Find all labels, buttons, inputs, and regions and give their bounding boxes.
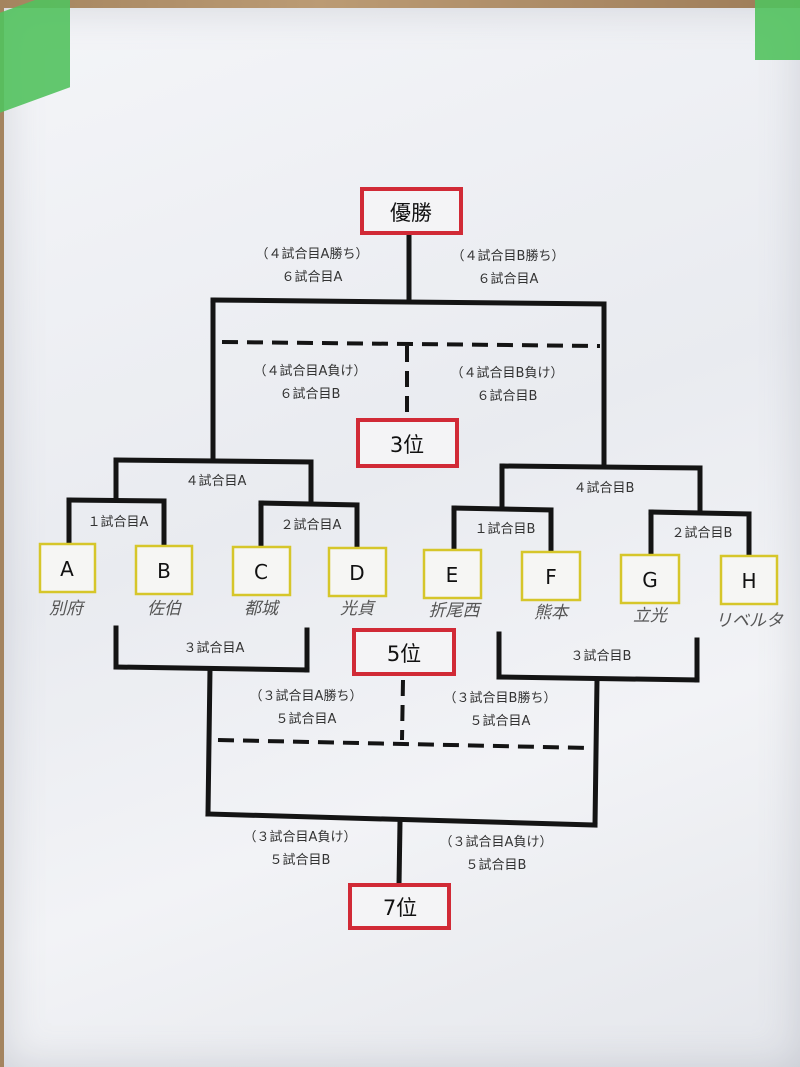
team-letter-b: B — [157, 559, 171, 583]
final-left-note-line2: ６試合目A — [282, 269, 343, 285]
team-letter-a: A — [60, 557, 74, 581]
seventh-stem-line — [396, 819, 403, 888]
match-3a-label: ３試合目A — [184, 640, 245, 656]
match-4b-label: ４試合目B — [574, 480, 635, 496]
third-right-note-line1: （４試合目B負け） — [451, 365, 564, 381]
team-name-g: 立光 — [633, 606, 669, 626]
team-letter-f: F — [545, 565, 557, 589]
seventh-right-note-line1: （３試合目A負け） — [440, 834, 553, 850]
team-box-b — [134, 544, 194, 596]
fifth-place-label: 5位 — [387, 642, 421, 666]
team-name-e: 折尾西 — [429, 601, 483, 621]
match-1a-top-line — [66, 497, 167, 504]
placement-left-vertical-line — [205, 666, 213, 817]
team-letter-g: G — [642, 568, 658, 592]
team-box-g — [619, 553, 681, 605]
third-place-box — [356, 418, 459, 468]
seventh-left-note-line2: ５試合目B — [270, 852, 331, 868]
match-2a-label: ２試合目A — [281, 517, 342, 533]
final-left-note-line1: （４試合目A勝ち） — [256, 246, 369, 262]
match-1a-label: １試合目A — [88, 514, 149, 530]
tape-top-right — [755, 0, 800, 60]
match-1b-top-line — [451, 505, 554, 513]
team-box-d — [327, 546, 388, 598]
match-4a-label: ４試合目A — [186, 473, 247, 489]
match-3b-label: ３試合目B — [571, 648, 632, 664]
semi-b-top-line — [499, 463, 703, 471]
team-box-a — [38, 542, 97, 594]
fifth-left-note-line2: ５試合目A — [276, 711, 337, 727]
third-place-label: 3位 — [390, 433, 424, 457]
semi-a-top-line — [113, 457, 314, 465]
team-letter-d: D — [349, 561, 364, 585]
third-right-note-line2: ６試合目B — [477, 388, 538, 404]
seventh-place-box — [348, 883, 451, 930]
team-name-b: 佐伯 — [147, 599, 182, 619]
team-box-h — [719, 554, 779, 606]
team-letter-c: C — [254, 560, 268, 584]
fifth-dashed-vertical — [400, 679, 405, 741]
team-letter-h: H — [741, 569, 756, 593]
team-box-e — [422, 548, 483, 600]
final-right-note-line1: （４試合目B勝ち） — [452, 248, 565, 264]
match-2a-top-line — [258, 500, 360, 508]
fifth-place-box — [352, 628, 456, 676]
team-name-a: 別府 — [49, 599, 86, 619]
team-name-d: 光貞 — [340, 599, 376, 619]
team-letter-e: E — [446, 563, 459, 587]
team-name-f: 熊本 — [534, 603, 570, 623]
team-box-f — [520, 550, 582, 602]
team-box-c — [231, 545, 292, 597]
placement-bottom-line — [205, 811, 598, 828]
seventh-place-label: 7位 — [383, 896, 417, 920]
match-2b-top-line — [648, 509, 752, 517]
third-dashed-horizontal — [221, 340, 601, 348]
fifth-dashed-horizontal — [217, 738, 591, 750]
match-1b-label: １試合目B — [475, 521, 536, 537]
final-right-note-line2: ６試合目A — [478, 271, 539, 287]
final-bracket-top-line — [210, 297, 607, 307]
champion-box — [360, 187, 463, 235]
placement-right-vertical-line — [592, 677, 600, 828]
fifth-right-note-line2: ５試合目A — [470, 713, 531, 729]
match-2b-label: ２試合目B — [672, 525, 733, 541]
third-left-note-line2: ６試合目B — [280, 386, 341, 402]
fifth-left-note-line1: （３試合目A勝ち） — [250, 688, 363, 704]
team-name-h: リベルタ — [715, 611, 784, 631]
fifth-right-note-line1: （３試合目B勝ち） — [444, 690, 557, 706]
seventh-left-note-line1: （３試合目A負け） — [244, 829, 357, 845]
champion-label: 優勝 — [390, 201, 432, 225]
team-name-c: 都城 — [244, 599, 281, 619]
third-left-note-line1: （４試合目A負け） — [254, 363, 367, 379]
seventh-right-note-line2: ５試合目B — [466, 857, 527, 873]
